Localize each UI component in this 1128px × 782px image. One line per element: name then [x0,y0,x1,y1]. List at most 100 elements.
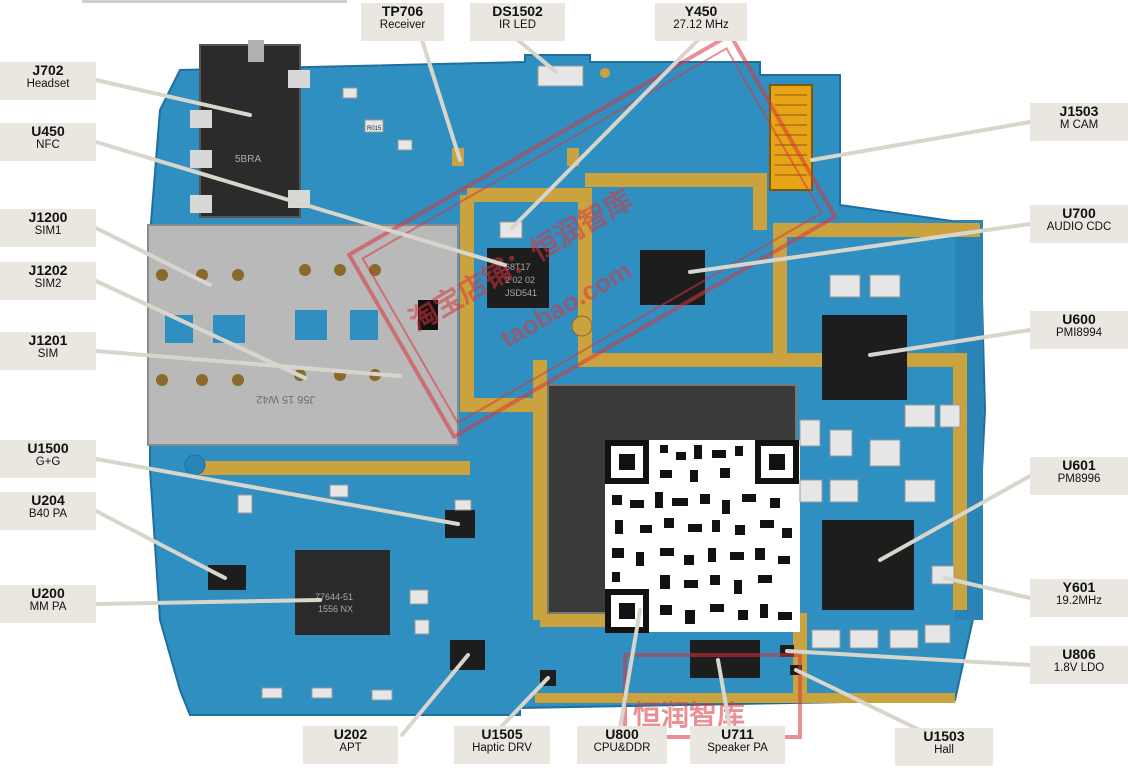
headset-jack-pad [190,110,212,128]
label-desc: 19.2MHz [1055,595,1103,608]
label-desc: B40 PA [28,508,68,521]
r015-marking: R015 [367,126,382,132]
u601-pm8996-chip [822,520,914,610]
label-desc: PMI8994 [1055,327,1103,340]
label-code: TP706 [381,3,424,19]
label-code: U202 [333,726,368,742]
u200-marking-1: 77644-51 [315,592,353,602]
u450-nfc-chip [487,248,549,308]
smd-components [237,87,961,701]
label-desc: PM8996 [1057,473,1101,486]
u450-marking-1: 68T17 [505,262,531,272]
mounting-hole [600,68,610,78]
label-desc: M CAM [1059,119,1099,132]
label-code: J1503 [1059,103,1099,119]
label-u601: U601 PM8996 [1030,457,1128,495]
label-desc: Hall [934,744,954,757]
headset-jack-marking: 5BRA [235,154,261,165]
label-u711: U711 Speaker PA [690,726,785,764]
label-desc: SIM1 [34,225,62,238]
leader-u711 [716,658,732,730]
leader-u806 [785,649,1032,667]
label-desc: AUDIO CDC [1046,221,1112,234]
label-code: Y450 [684,3,718,19]
headset-jack-tab [248,40,264,62]
label-j1503: J1503 M CAM [1030,103,1128,141]
label-code: U600 [1062,311,1096,327]
label-u700: U700 AUDIO CDC [1030,205,1128,243]
label-code: U806 [1062,646,1096,662]
label-u1500: U1500 G+G [0,440,96,478]
leader-y450 [510,36,702,230]
leader-u601 [878,474,1032,562]
label-desc: APT [339,742,362,755]
mounting-hole [571,315,593,337]
ds1502-ir-led [537,65,584,87]
qr-code [605,440,800,633]
label-code: U800 [605,726,639,742]
label-u806: U806 1.8V LDO [1030,646,1128,684]
leader-u1503 [794,668,932,737]
label-code: Y601 [1062,579,1096,595]
label-u1505: U1505 Haptic DRV [454,726,550,764]
label-u1503: U1503 Hall [895,728,993,766]
label-tp706: TP706 Receiver [361,3,444,41]
y450-crystal [499,221,523,239]
label-desc: NFC [36,139,60,152]
label-desc: Receiver [379,19,426,32]
label-u600: U600 PMI8994 [1030,311,1128,349]
leader-u800 [618,608,642,730]
leader-u1505 [498,676,550,730]
sim-tray-windows [165,310,378,343]
leader-tp706 [420,38,462,162]
label-y601: Y601 19.2MHz [1030,579,1128,617]
label-j1201: J1201 SIM [0,332,96,370]
leader-j1503 [810,120,1032,162]
mounting-hole [184,454,206,476]
label-j1200: J1200 SIM1 [0,209,96,247]
camera-connector-pins [775,94,807,176]
label-desc: SIM [37,348,59,361]
leader-j1202 [94,279,307,380]
headset-jack-pad [288,70,310,88]
u200-marking-2: 1556 NX [318,604,353,614]
label-code: U700 [1062,205,1096,221]
label-code: J1202 [28,262,68,278]
label-code: DS1502 [492,3,543,19]
label-code: J702 [32,62,64,78]
label-code: J1201 [28,332,68,348]
label-desc: CPU&DDR [593,742,651,755]
leader-j702 [94,78,252,117]
label-code: U1503 [923,728,965,744]
label-code: U450 [31,123,65,139]
leader-u700 [688,222,1032,274]
top-strip [82,0,347,3]
leader-j1201 [94,349,402,378]
label-code: U601 [1062,457,1096,473]
headset-jack-pad [190,195,212,213]
label-y450: Y450 27.12 MHz [655,3,747,41]
label-u450: U450 NFC [0,123,96,161]
sim-tray-marking: J56 15 W42 [256,393,315,405]
headset-jack-pad [190,150,212,168]
u711-speaker-pa-chip [690,640,760,678]
label-code: U711 [721,726,754,742]
leader-ds1502 [516,38,558,74]
label-desc: Speaker PA [707,742,768,755]
label-j702: J702 Headset [0,62,96,100]
leader-u600 [868,328,1032,357]
leader-u202 [400,653,470,737]
label-desc: G+G [35,456,61,469]
label-desc: Haptic DRV [472,742,532,755]
headset-jack [199,44,301,218]
u600-pmi8994-chip [822,315,907,400]
leader-u450 [94,140,507,267]
label-u202: U202 APT [303,726,398,764]
label-code: U1500 [27,440,69,456]
label-code: U204 [31,492,65,508]
u450-marking-3: JSD541 [505,288,537,298]
label-u204: U204 B40 PA [0,492,96,530]
label-desc: MM PA [29,601,67,614]
